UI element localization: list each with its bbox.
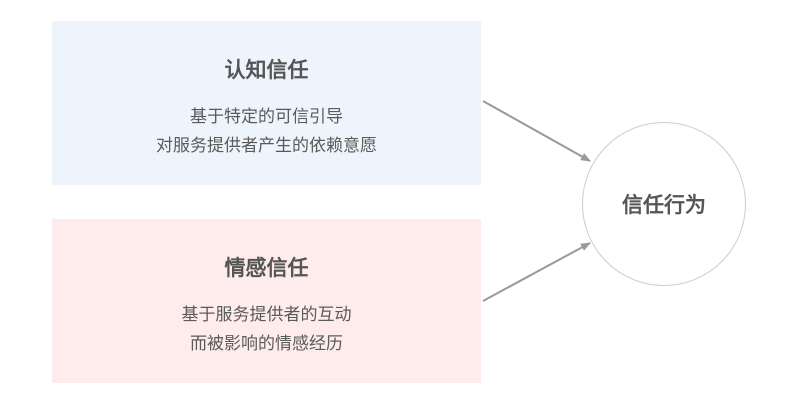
arrow-cognitive-to-behavior bbox=[482, 100, 591, 162]
cognitive-trust-box: 认知信任 基于特定的可信引导 对服务提供者产生的依赖意愿 bbox=[52, 21, 481, 185]
description-line: 而被影响的情感经历 bbox=[190, 334, 343, 354]
cognitive-trust-title: 认知信任 bbox=[224, 58, 309, 82]
trust-behavior-node: 信任行为 bbox=[582, 122, 746, 286]
cognitive-trust-description: 基于特定的可信引导 对服务提供者产生的依赖意愿 bbox=[52, 103, 481, 161]
arrow-affective-to-behavior bbox=[482, 242, 591, 302]
description-line: 基于服务提供者的互动 bbox=[181, 305, 352, 325]
description-line: 对服务提供者产生的依赖意愿 bbox=[156, 136, 377, 156]
description-line: 基于特定的可信引导 bbox=[190, 107, 343, 127]
affective-trust-title: 情感信任 bbox=[224, 256, 309, 280]
affective-trust-box: 情感信任 基于服务提供者的互动 而被影响的情感经历 bbox=[52, 219, 481, 383]
trust-behavior-label: 信任行为 bbox=[622, 193, 706, 217]
affective-trust-description: 基于服务提供者的互动 而被影响的情感经历 bbox=[52, 301, 481, 359]
